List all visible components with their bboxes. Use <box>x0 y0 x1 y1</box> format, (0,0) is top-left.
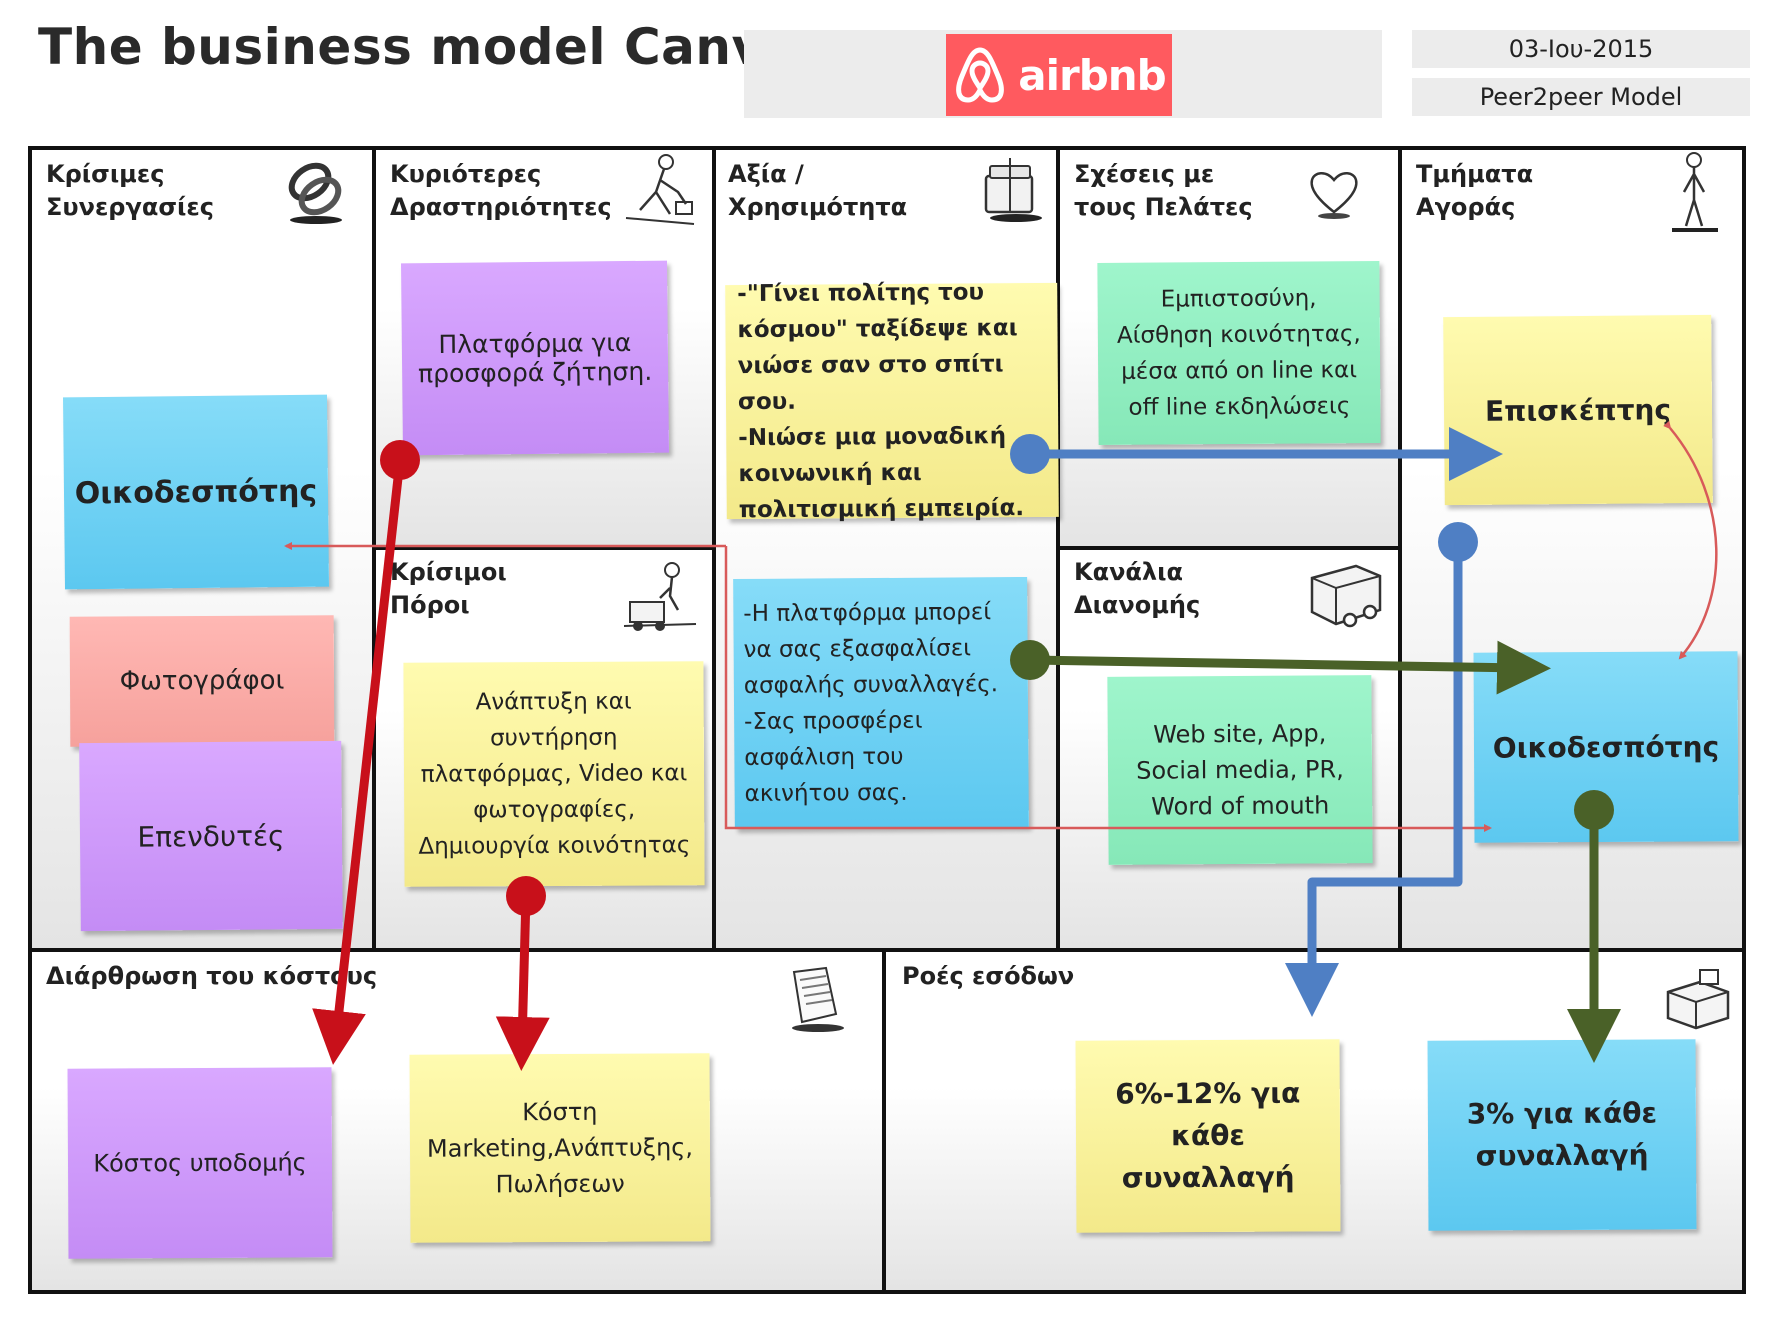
divider <box>882 950 886 1290</box>
blue-arrow-start <box>1438 522 1478 562</box>
thin-red-arrow <box>724 546 1492 832</box>
airbnb-belo-icon <box>956 47 1005 103</box>
divider <box>712 150 716 950</box>
curved-red-arrow <box>1663 420 1718 660</box>
revenue-title: Ροές εσόδων <box>902 962 1075 990</box>
segments-title: Τμήματα Αγοράς <box>1416 160 1534 221</box>
person-icon <box>1672 152 1718 232</box>
blue-arrow <box>1285 542 1463 1017</box>
document-icon <box>792 966 844 1032</box>
model-field: Peer2peer Model <box>1412 78 1750 116</box>
worker-icon <box>625 154 695 225</box>
page-title: The business model Canvas <box>38 18 830 76</box>
divider <box>376 546 712 550</box>
green-arrow <box>1029 640 1551 695</box>
key-activities-title: Κυριότερες Δραστηριότητες <box>390 160 612 221</box>
divider <box>1398 150 1402 950</box>
forklift-icon <box>623 562 697 631</box>
heart-icon <box>1310 172 1358 219</box>
chain-link-icon <box>288 162 342 224</box>
red-arrow <box>312 459 405 1065</box>
key-resources-title: Κρίσιμοι Πόροι <box>390 558 507 619</box>
divider <box>32 948 1742 952</box>
cost-title: Διάρθρωση του κόστους <box>46 962 378 990</box>
red-arrow <box>495 895 550 1071</box>
red-arrow-start <box>380 440 420 480</box>
red-arrow-start <box>506 876 546 916</box>
blue-arrow-start <box>1010 434 1050 474</box>
relationships-title: Σχέσεις με τους Πελάτες <box>1074 160 1253 221</box>
date-field: 03-Ιου-2015 <box>1412 30 1750 68</box>
green-arrow-start <box>1010 640 1050 680</box>
key-partners-title: Κρίσιμες Συνεργασίες <box>46 160 214 221</box>
value-title: Αξία / Χρησιμότητα <box>728 160 908 221</box>
channels-title: Κανάλια Διανομής <box>1074 558 1201 619</box>
divider <box>1060 546 1398 550</box>
truck-icon <box>1310 564 1382 628</box>
green-arrow-start <box>1574 790 1614 830</box>
divider <box>1056 150 1060 950</box>
airbnb-logo: airbnb <box>946 34 1172 116</box>
cash-register-icon <box>1666 969 1730 1030</box>
gift-icon <box>984 158 1042 222</box>
logo-wordmark: airbnb <box>1018 50 1166 100</box>
divider <box>372 150 376 950</box>
